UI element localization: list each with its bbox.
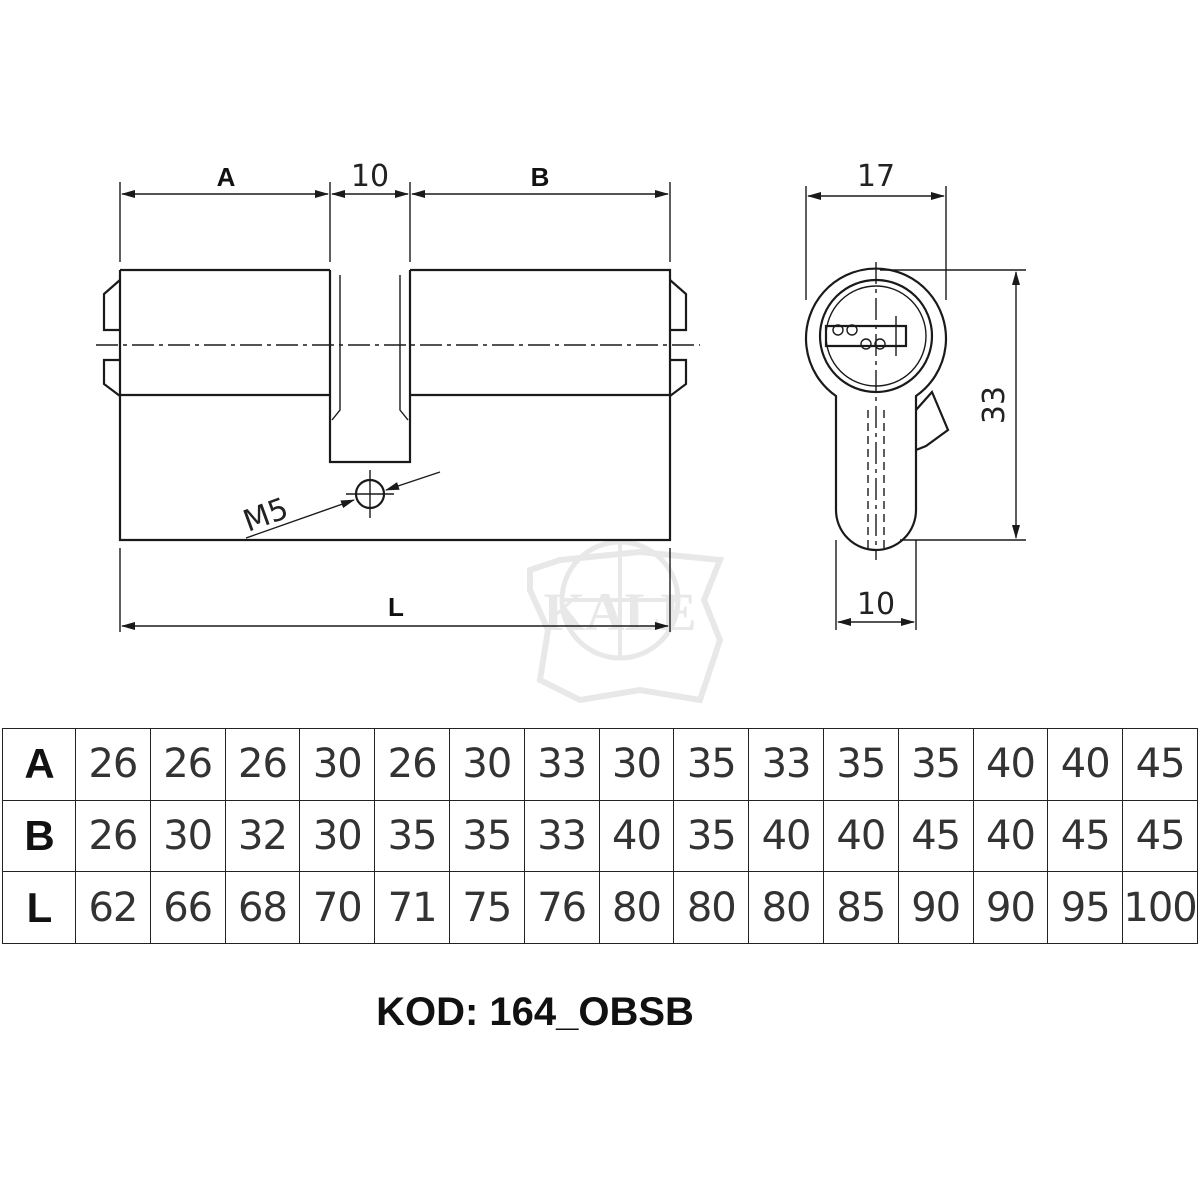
table-cell: 80 <box>673 871 750 944</box>
cylinder-end-view: 17 33 10 <box>804 159 1026 630</box>
dim-l-label: L <box>388 592 404 622</box>
dim-m5: M5 <box>239 491 293 539</box>
table-cell: 26 <box>75 728 151 801</box>
table-cell: 40 <box>822 799 899 873</box>
table-cell: 66 <box>149 871 226 944</box>
row-header: A <box>2 728 76 801</box>
table-cell: 90 <box>897 871 974 944</box>
table-cell: 40 <box>598 799 675 873</box>
table-cell: 40 <box>1047 728 1124 801</box>
table-cell: 35 <box>673 799 750 873</box>
dim-cam-label: 10 <box>857 587 895 622</box>
watermark-text: KALE <box>543 582 696 642</box>
table-cell: 35 <box>897 728 974 801</box>
table-cell: 33 <box>523 728 600 801</box>
table-cell: 30 <box>299 728 376 801</box>
dim-b-label: B <box>531 162 550 192</box>
table-cell: 32 <box>224 799 301 873</box>
row-header: L <box>2 871 76 944</box>
dim-17-label: 17 <box>857 159 895 194</box>
table-cell: 45 <box>897 799 974 873</box>
table-cell: 35 <box>673 728 750 801</box>
product-code: KOD: 164_OBSB <box>376 990 694 1034</box>
technical-drawing: KALE M5 A 10 B <box>96 159 1026 704</box>
table-cell: 80 <box>748 871 824 944</box>
table-cell: 71 <box>374 871 450 944</box>
table-cell: 30 <box>299 799 376 873</box>
table-cell: 30 <box>598 728 675 801</box>
table-cell: 30 <box>149 799 226 873</box>
table-cell: 45 <box>1047 799 1124 873</box>
dim-gap-label: 10 <box>351 159 389 194</box>
table-cell: 30 <box>448 728 525 801</box>
dim-33-label: 33 <box>977 386 1012 424</box>
table-cell: 90 <box>972 871 1049 944</box>
table-cell: 95 <box>1047 871 1124 944</box>
table-cell: 26 <box>374 728 450 801</box>
kale-watermark: KALE <box>527 539 725 704</box>
cylinder-side-view: M5 A 10 B L <box>96 159 700 632</box>
dim-a-label: A <box>217 162 236 192</box>
table-cell: 26 <box>224 728 301 801</box>
table-cell: 45 <box>1122 799 1198 873</box>
table-cell: 40 <box>972 799 1049 873</box>
table-cell: 75 <box>448 871 525 944</box>
table-cell: 85 <box>822 871 899 944</box>
table-cell: 33 <box>523 799 600 873</box>
table-cell: 35 <box>374 799 450 873</box>
table-cell: 76 <box>523 871 600 944</box>
table-cell: 100 <box>1122 871 1198 944</box>
table-cell: 80 <box>598 871 675 944</box>
table-cell: 70 <box>299 871 376 944</box>
row-header: B <box>2 799 76 873</box>
table-cell: 45 <box>1122 728 1198 801</box>
table-cell: 26 <box>75 799 151 873</box>
table-cell: 40 <box>748 799 824 873</box>
table-cell: 62 <box>75 871 151 944</box>
table-cell: 35 <box>448 799 525 873</box>
table-cell: 26 <box>149 728 226 801</box>
table-cell: 40 <box>972 728 1049 801</box>
table-cell: 35 <box>822 728 899 801</box>
table-cell: 33 <box>748 728 824 801</box>
table-cell: 68 <box>224 871 301 944</box>
